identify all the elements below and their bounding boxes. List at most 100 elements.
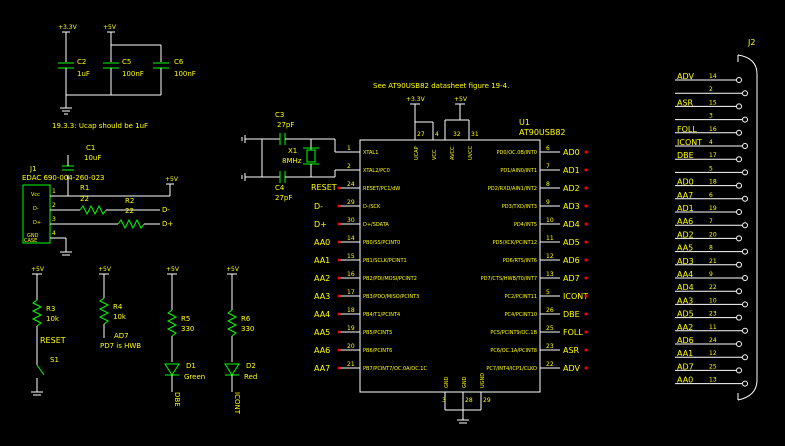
power-label-3v3: +3.3V [58, 24, 78, 31]
u1-right-net-marker [584, 276, 588, 280]
u1-left-pin-num: 24 [347, 181, 355, 188]
u1-right-net-marker [584, 258, 588, 262]
u1-left-pin-num: 29 [347, 199, 355, 206]
r6-value: 330 [241, 325, 254, 333]
u1-right-pin-name: PD7/CTS/HWB/T0/INT7 [481, 276, 537, 282]
j2-pin-socket [736, 129, 742, 136]
j2-net-label: AA4 [677, 270, 693, 279]
j2-pin-num: 8 [709, 245, 713, 252]
svg-text:4: 4 [52, 230, 56, 237]
j1-pin-vcc: Vcc [31, 192, 40, 198]
j2-pin-socket [736, 103, 742, 110]
u1-left-net-label: AA2 [314, 274, 330, 283]
u1-right-net-label: AD7 [563, 274, 580, 283]
u1-left-net-marker [337, 312, 341, 316]
j2-pin-socket [736, 182, 742, 189]
u1-left-pin-name: PB1/SCLK/PCINT1 [363, 258, 407, 264]
u1-part: AT90USB82 [519, 128, 566, 137]
r3-ref: R3 [46, 305, 55, 313]
j2-pin-socket [742, 248, 748, 255]
u1-reset-marker [337, 186, 341, 190]
x1-ref: X1 [288, 147, 297, 155]
u1-right-pin-num: 5 [546, 289, 550, 296]
j2-pin-num: 22 [709, 284, 717, 291]
u1-left-net-label: AA7 [314, 364, 330, 373]
c1-value: 10uF [84, 154, 101, 162]
d2-net: ICONT [233, 392, 241, 415]
j2-ref: J2 [747, 38, 755, 47]
u1-top-5v: +5V [454, 96, 468, 103]
j2-net-label: AD5 [677, 310, 694, 319]
u1-right-pin-name: PD5/XCK/PCINT12 [493, 240, 537, 246]
u1-right-pin-name: PD3/TXD/INT3 [502, 204, 537, 210]
c3-ref: C3 [275, 111, 284, 119]
u1-right-pin-num: 8 [546, 181, 550, 188]
j1-part: EDAC 690-004-260-023 [22, 174, 105, 182]
u1-pin-uvcc-num: 31 [471, 131, 479, 138]
u1-ref: U1 [519, 118, 530, 127]
r3-value: 10k [46, 315, 60, 323]
d1-ref: D1 [186, 362, 196, 370]
c2-value: 1uF [77, 70, 90, 78]
u1-left-net-marker [337, 366, 341, 370]
j2-pin-socket [742, 143, 748, 149]
u1-left-net-label: AA1 [314, 256, 330, 265]
usb-connector-j1: J1 EDAC 690-004-260-023 Vcc D- D+ GND CA… [22, 144, 179, 256]
u1-left-net-marker [337, 240, 341, 244]
u1-left-pin-num: 20 [347, 343, 355, 350]
j2-net-label: AD3 [677, 257, 694, 266]
r5-5v-label: +5V [166, 266, 180, 273]
j2-net-label: AA7 [677, 191, 693, 200]
c6-ref: C6 [174, 58, 184, 66]
reset-net-label: RESET [311, 183, 337, 192]
u1-pin-avcc-name: AVCC [450, 146, 456, 160]
j2-net-label: AA1 [677, 349, 693, 358]
u1-left-pin-name: XTAL1 [363, 150, 378, 156]
r2-value: 22 [125, 207, 134, 215]
d2-value: Red [244, 373, 257, 381]
u1-right-net-label: ICONT [563, 292, 588, 301]
u1-left-pin-num: 17 [347, 289, 355, 296]
u1-pin-vcc-num: 4 [435, 131, 439, 138]
u1-right-net-marker [584, 294, 588, 298]
u1-right-pin-num: 12 [546, 253, 554, 260]
r3-5v-label: +5V [31, 266, 45, 273]
j2-net-label: AD7 [677, 362, 694, 371]
j2-pin-num: 6 [709, 192, 713, 199]
u1-right-pin-name: PD6/RTS/INT6 [503, 258, 537, 264]
u1-left-net-label: D- [314, 202, 323, 211]
u1-right-net-marker [584, 366, 588, 370]
u1-right-net-label: DBE [563, 310, 580, 319]
u1-left-pin-name: PB0/SS/PCINT0 [363, 240, 400, 246]
c4-value: 27pF [275, 194, 292, 202]
j2-pin-num: 7 [709, 218, 713, 225]
ucap-note: 19.3.3: Ucap should be 1uF [52, 122, 148, 130]
x1-value: 8MHz [282, 157, 302, 165]
j2-pin-socket [736, 288, 742, 295]
u1-pin-gnd2-num: 28 [465, 397, 473, 404]
j2-pin-num: 2 [709, 86, 713, 93]
j2-pin-socket [742, 354, 748, 361]
j2-pin-num: 25 [709, 363, 717, 370]
u1-left-pin-name: PB4/T1/PCINT4 [363, 312, 400, 318]
j2-net-label: AD4 [677, 283, 694, 292]
svg-text:1: 1 [52, 188, 56, 195]
u1-right-net-marker [584, 204, 588, 208]
u1-right-pin-name: PD0/OC.0B/INT0 [497, 150, 538, 156]
u1-left-pin-name: PB6/PCINT6 [363, 348, 392, 354]
u1-right-net-label: AD2 [563, 184, 580, 193]
j2-pin-num: 17 [709, 152, 717, 159]
u1-left-pin-name: PB3/PDO/MISO/PCINT3 [363, 294, 419, 300]
u1-pin-gnd1-name: GND [444, 376, 450, 388]
j2-net-label: AD0 [677, 178, 694, 187]
j2-net-label: AA3 [677, 296, 693, 305]
u1-pin-avcc-num: 32 [453, 131, 461, 138]
net-dplus-left: D+ [162, 220, 173, 228]
j2-pin-num: 24 [709, 337, 717, 344]
d2-ref: D2 [246, 362, 256, 370]
u1-right-net-marker [584, 240, 588, 244]
u1-right-net-marker [584, 330, 588, 334]
net-dminus-left: D- [162, 206, 170, 214]
u1-left-pin-name: D-/SCK [363, 204, 381, 210]
u1-right-net-label: AD6 [563, 256, 580, 265]
